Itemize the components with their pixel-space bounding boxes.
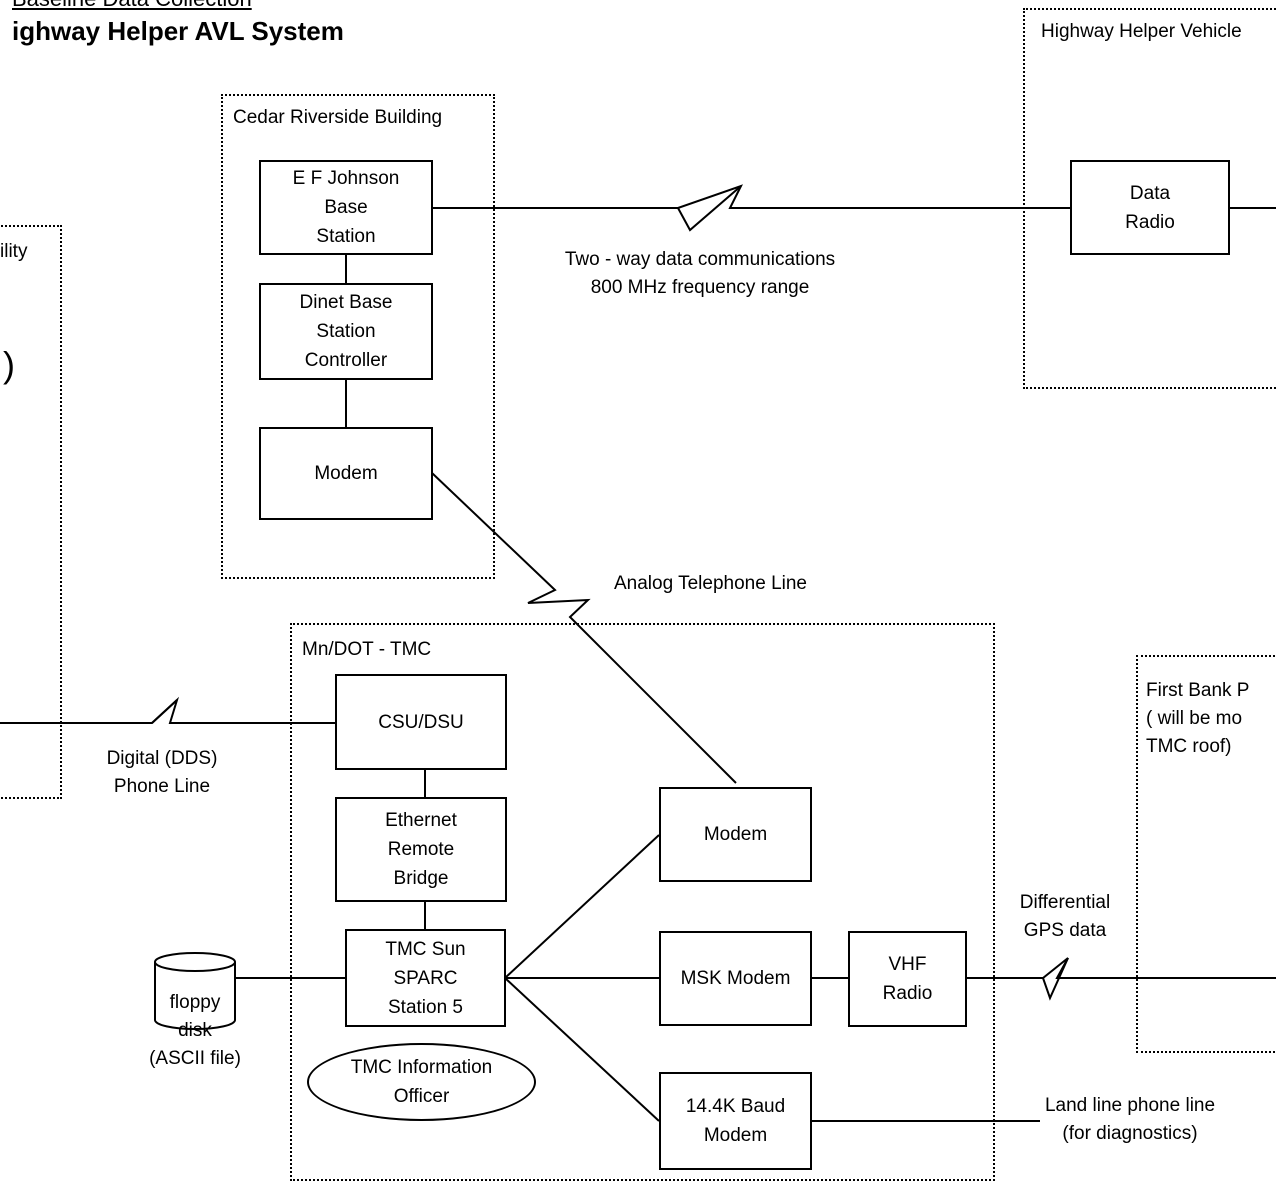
left-partial-symbol: ) <box>3 344 15 385</box>
ethernet-remote-bridge: Ethernet Remote Bridge <box>335 797 507 902</box>
baud-modem: 14.4K Baud Modem <box>659 1072 812 1170</box>
first-bank-region-label: First Bank P ( will be mo TMC roof) <box>1146 680 1250 757</box>
sun-baud-link <box>504 977 660 1122</box>
floppy-disk-label: floppy disk (ASCII file) <box>149 992 241 1069</box>
vehicle-region-label: Highway Helper Vehicle <box>1041 21 1242 42</box>
gps-link-zig <box>1042 957 1069 1001</box>
tmc-sun-sparc-station: TMC Sun SPARC Station 5 <box>345 929 506 1027</box>
digital-line-zig <box>151 699 178 724</box>
dinet-base-station-controller: Dinet Base Station Controller <box>259 283 433 380</box>
tmc-modem: Modem <box>659 787 812 882</box>
tmc-information-officer: TMC Information Officer <box>307 1043 536 1121</box>
tmc-region <box>290 623 995 1181</box>
radio-link <box>432 184 1070 209</box>
page-subtitle: Baseline Data Collection <box>12 0 252 12</box>
cedar-modem: Modem <box>259 427 433 520</box>
radio-link-zigzag <box>677 185 742 232</box>
gps-link <box>966 957 1069 979</box>
land-line-label: Land line phone line (for diagnostics) <box>1044 1095 1216 1144</box>
ef-johnson-base-station: E F Johnson Base Station <box>259 160 433 255</box>
left-facility-label: ility <box>0 241 28 262</box>
left-facility-region <box>0 225 62 799</box>
page-title: ighway Helper AVL System <box>12 16 344 46</box>
cedar-riverside-region <box>221 94 495 579</box>
msk-modem: MSK Modem <box>659 931 812 1026</box>
differential-gps-label: Differential GPS data <box>1019 892 1111 941</box>
vhf-radio: VHF Radio <box>848 931 967 1027</box>
sun-modem-link <box>504 834 660 979</box>
cedar-region-label: Cedar Riverside Building <box>233 107 443 128</box>
csu-dsu: CSU/DSU <box>335 674 507 770</box>
digital-line-label: Digital (DDS) Phone Line <box>106 748 218 797</box>
vehicle-region <box>1023 8 1276 389</box>
digital-line <box>0 696 335 724</box>
data-radio: Data Radio <box>1070 160 1230 255</box>
first-bank-region <box>1136 655 1276 1053</box>
floppy-disk-icon <box>154 952 236 1030</box>
analog-line-label: Analog Telephone Line <box>614 573 807 594</box>
tmc-region-label: Mn/DOT - TMC <box>302 639 432 660</box>
two-way-link-label: Two - way data communications 800 MHz fr… <box>564 249 836 298</box>
analog-line <box>431 472 737 784</box>
